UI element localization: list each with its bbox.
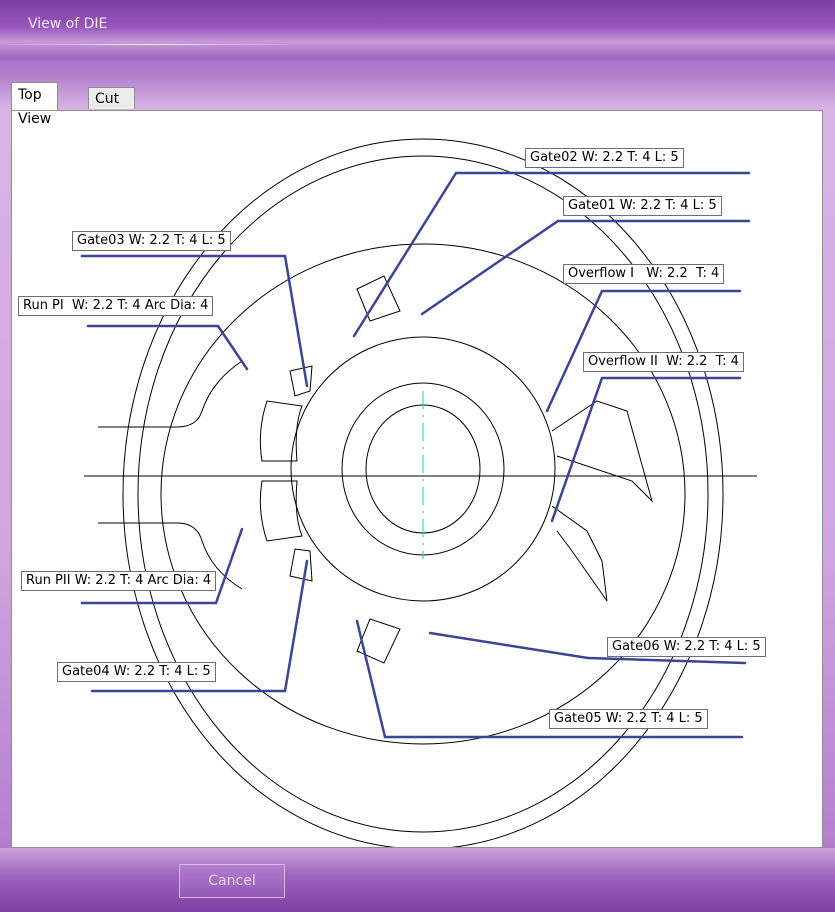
window-title: View of DIE — [28, 16, 108, 32]
spoke-pocket-5 — [289, 548, 313, 582]
leader-overflow2 — [550, 376, 742, 523]
tab-top-view[interactable]: Top View — [11, 82, 59, 127]
leader-gate01 — [420, 219, 751, 316]
outer-ellipse — [122, 138, 724, 847]
cancel-button[interactable]: Cancel — [179, 864, 285, 898]
label-gate04: Gate04 W: 2.2 T: 4 L: 5 — [57, 662, 216, 682]
label-gate02: Gate02 W: 2.2 T: 4 L: 5 — [525, 148, 684, 168]
spoke-pocket-2 — [356, 275, 401, 322]
hub-outer-circle — [290, 336, 556, 602]
label-overflow1: Overflow I W: 2.2 T: 4 — [563, 264, 725, 284]
label-run-p1: Run PI W: 2.2 T: 4 Arc Dia: 4 — [18, 296, 214, 316]
leader-run-p2 — [80, 527, 244, 605]
leader-overflow1 — [545, 289, 742, 413]
spoke-pocket-1 — [289, 365, 313, 397]
spoke-ring — [160, 243, 686, 745]
label-gate01: Gate01 W: 2.2 T: 4 L: 5 — [563, 196, 722, 216]
title-bar: View of DIE — [0, 0, 835, 60]
die-drawing — [80, 138, 757, 847]
leader-gate03 — [80, 254, 309, 388]
runner-upper — [98, 360, 243, 428]
leader-gate05 — [355, 619, 744, 739]
label-overflow2: Overflow II W: 2.2 T: 4 — [583, 352, 744, 372]
spoke-right-lower — [551, 505, 608, 602]
label-gate05: Gate05 W: 2.2 T: 4 L: 5 — [549, 709, 708, 729]
title-underline — [8, 44, 288, 45]
label-gate06: Gate06 W: 2.2 T: 4 L: 5 — [607, 637, 766, 657]
label-gate03: Gate03 W: 2.2 T: 4 L: 5 — [72, 231, 231, 251]
tab-cut-view[interactable]: Cut View — [88, 87, 136, 129]
leader-gate02 — [352, 171, 751, 338]
drawing-panel: Gate02 W: 2.2 T: 4 L: 5 Gate01 W: 2.2 T:… — [11, 110, 823, 848]
spoke-right-upper — [551, 400, 653, 503]
outer-ellipse-inner — [137, 155, 709, 833]
spoke-pocket-6 — [356, 618, 401, 664]
footer-bar — [0, 848, 835, 912]
spoke-pocket-3 — [259, 400, 303, 462]
leader-gate06 — [428, 631, 747, 665]
leader-gate04 — [90, 559, 309, 693]
leader-run-p1 — [86, 324, 249, 371]
label-run-p2: Run PII W: 2.2 T: 4 Arc Dia: 4 — [21, 571, 217, 591]
spoke-pocket-4 — [259, 480, 303, 542]
